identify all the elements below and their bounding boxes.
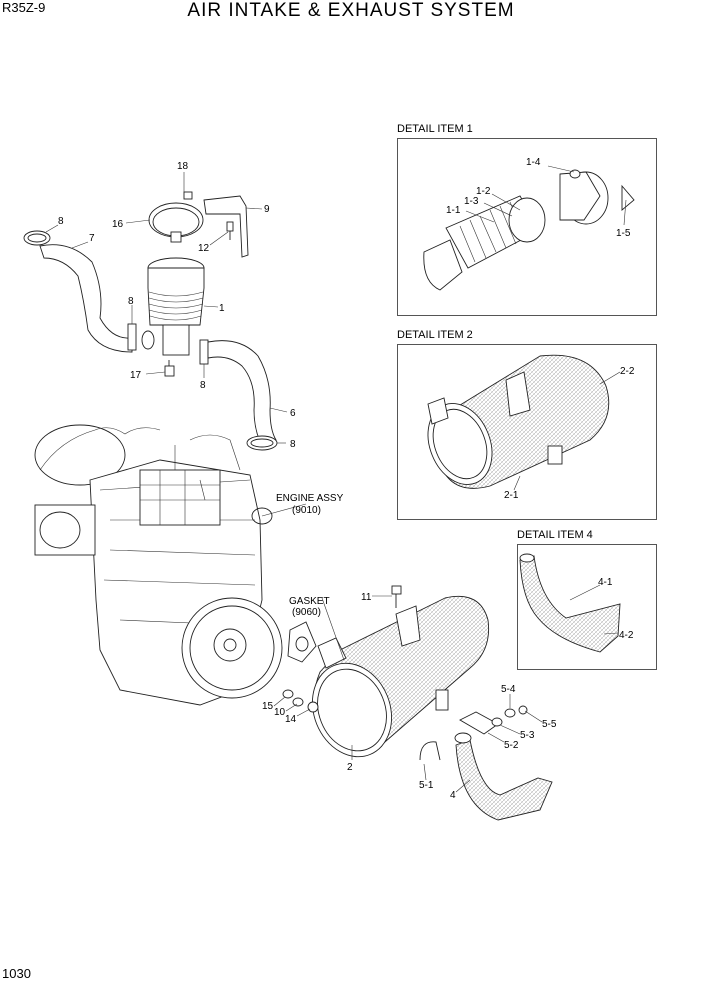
engine-assembly xyxy=(34,424,283,706)
engine-assy-label: ENGINE ASSY xyxy=(276,493,344,504)
detail-item-2-box xyxy=(397,344,657,520)
callout-16: 16 xyxy=(112,219,124,230)
callout-5-4: 5-4 xyxy=(501,684,516,695)
callout-4-1: 4-1 xyxy=(598,577,613,588)
callout-1-1: 1-1 xyxy=(446,205,461,216)
clamp-8-right xyxy=(199,339,209,365)
bolt-12 xyxy=(226,221,234,240)
engine-assy-ref: (9010) xyxy=(292,505,321,516)
callout-1-2: 1-2 xyxy=(476,186,491,197)
bolt-17 xyxy=(164,360,175,377)
mounting-band-16 xyxy=(148,191,204,243)
callout-17: 17 xyxy=(130,370,142,381)
callout-4: 4 xyxy=(450,790,456,801)
hose-6 xyxy=(207,340,277,447)
callout-8-right-clamp: 8 xyxy=(200,380,206,391)
callout-6: 6 xyxy=(290,408,296,419)
callout-12: 12 xyxy=(198,243,210,254)
callout-8-hose-clamp: 8 xyxy=(58,216,64,227)
tail-pipe-4 xyxy=(454,732,553,821)
leader-lines xyxy=(45,165,627,793)
u-bolt-5-1 xyxy=(419,741,441,761)
page-number: 1030 xyxy=(2,966,31,981)
callout-9: 9 xyxy=(264,204,270,215)
callout-5-1: 5-1 xyxy=(419,780,434,791)
callout-8-left-clamp: 8 xyxy=(128,296,134,307)
detail-1-air-cleaner xyxy=(423,169,635,291)
detail-4-tail-pipe xyxy=(519,553,621,653)
clamp-8-left xyxy=(127,323,137,351)
callout-1: 1 xyxy=(219,303,225,314)
callout-18: 18 xyxy=(177,161,189,172)
muffler-2 xyxy=(311,595,490,758)
model-code: R35Z-9 xyxy=(2,0,46,15)
callout-2-1: 2-1 xyxy=(504,490,519,501)
callout-14: 14 xyxy=(285,714,297,725)
callout-5-2: 5-2 xyxy=(504,740,519,751)
callout-15: 15 xyxy=(262,701,274,712)
callout-11: 11 xyxy=(361,592,372,603)
washers-5-3-5-4 xyxy=(491,705,528,727)
detail-item-1-title: DETAIL ITEM 1 xyxy=(397,123,473,135)
callout-7: 7 xyxy=(89,233,95,244)
detail-item-4-box xyxy=(517,544,657,670)
callout-5-3: 5-3 xyxy=(520,730,535,741)
callout-10: 10 xyxy=(274,707,286,718)
callout-4-2: 4-2 xyxy=(619,630,634,641)
detail-2-muffler xyxy=(427,354,610,489)
gasket-ref: (9060) xyxy=(292,607,321,618)
callout-2: 2 xyxy=(347,762,353,773)
page-title: AIR INTAKE & EXHAUST SYSTEM xyxy=(187,0,515,21)
callout-1-5: 1-5 xyxy=(616,228,631,239)
gasket xyxy=(287,621,317,663)
nuts-15-10-14 xyxy=(282,689,319,713)
air-cleaner-1 xyxy=(141,257,205,356)
detail-item-1-box xyxy=(397,138,657,316)
callout-5-5: 5-5 xyxy=(542,719,557,730)
callout-1-4: 1-4 xyxy=(526,157,541,168)
clamp-8-top xyxy=(23,230,51,246)
clamp-8-bottom xyxy=(246,435,278,451)
detail-item-2-title: DETAIL ITEM 2 xyxy=(397,329,473,341)
gasket-label: GASKET xyxy=(289,596,330,607)
detail-item-4-title: DETAIL ITEM 4 xyxy=(517,529,593,541)
callout-1-3: 1-3 xyxy=(464,196,479,207)
hose-7 xyxy=(39,244,133,353)
callout-8-lower-clamp: 8 xyxy=(290,439,296,450)
bracket-9 xyxy=(203,195,249,258)
bolt-11 xyxy=(391,585,402,608)
callout-2-2: 2-2 xyxy=(620,366,635,377)
